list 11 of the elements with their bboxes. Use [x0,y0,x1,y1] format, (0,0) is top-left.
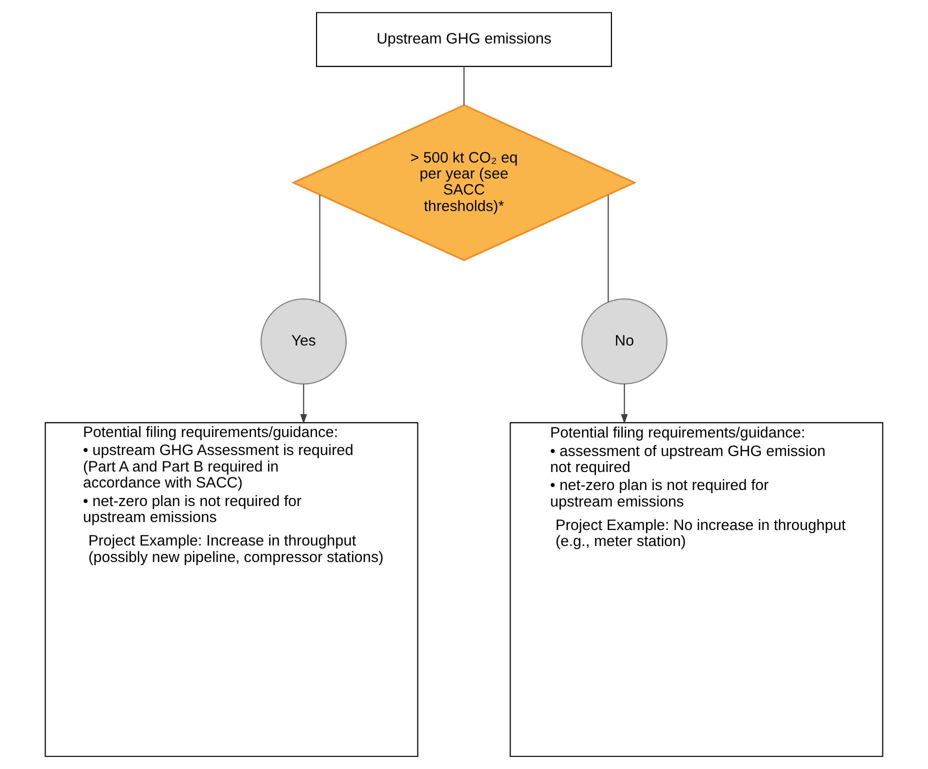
node-diamond: > 500 kt CO₂ eq per year (see SACC thresholds)* [291,104,637,262]
node-box: Potential filing requirements/guidance: • assessment of upstream GHG emission not required • net-zero plan is not required for upstream emissions Project Example: No increase in throughput (e.g., meter station) [510,422,884,757]
node-circle: No [581,298,668,384]
arrow [300,384,308,424]
connector [463,66,465,106]
node-circle: Yes [260,298,347,384]
node-box: Upstream GHG emissions [316,12,612,67]
node-box: Potential filing requirements/guidance: • upstream GHG Assessment is required (Part A and Part B required in accordance with SACC) • net-zero plan is not required for upstream emissions Project Example: Increase in throughput (possibly new pipeline, compressor stations) [44,422,418,757]
connector [319,195,320,302]
connector [608,195,609,302]
arrow [620,384,628,424]
